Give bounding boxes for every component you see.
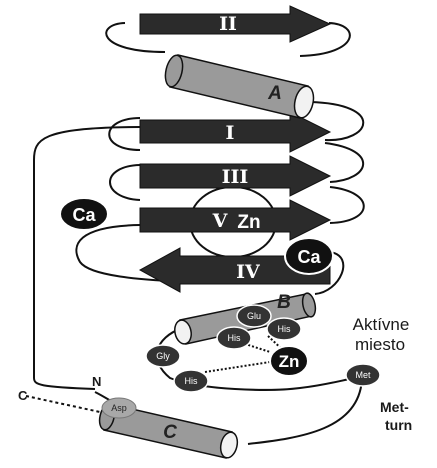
loop-iii-to-v (329, 186, 365, 224)
n-terminus-label: N (92, 374, 101, 389)
loop-helix-a-to-i (108, 101, 365, 151)
residue-his-mid: His (216, 326, 252, 350)
strand-i-label: I (226, 122, 235, 144)
helix-a-label: A (267, 83, 282, 104)
ca-ion-right: Ca (284, 237, 334, 275)
helix-c-label: C (163, 422, 177, 443)
helix-a: A (164, 54, 315, 119)
strand-ii: II (139, 5, 332, 43)
strand-iii-label: III (222, 166, 249, 188)
met-turn-label-line1: Met- (380, 399, 409, 415)
met-turn-label-line2: turn (385, 417, 412, 433)
ca-right-label: Ca (297, 247, 321, 267)
strand-i: I (139, 111, 332, 153)
svg-text:Gly: Gly (156, 351, 170, 361)
c-terminus-dashes (25, 395, 101, 413)
residue-gly: Gly (145, 344, 181, 368)
loop-i-to-iii (109, 142, 365, 201)
loop-v-to-iv (75, 224, 191, 283)
residue-his-right: His (266, 317, 302, 341)
loop-met-turn (247, 377, 363, 445)
strand-ii-label: II (219, 13, 237, 35)
strand-v-label: V (212, 210, 229, 232)
strand-v: V Zn (139, 199, 332, 241)
residue-glu: Glu (236, 304, 272, 328)
zn-coordination-bonds (204, 335, 286, 373)
zn-top-label: Zn (237, 212, 260, 233)
helix-b-label: B (277, 292, 291, 313)
svg-text:His: His (185, 376, 198, 386)
svg-text:His: His (278, 324, 291, 334)
svg-text:Asp: Asp (111, 403, 127, 413)
strand-iv-label: IV (236, 261, 261, 283)
svg-text:Met: Met (355, 370, 371, 380)
strand-iii: III (139, 155, 332, 197)
zn-ion-active: Zn (269, 345, 309, 377)
loop-iv-right (314, 251, 345, 295)
svg-text:Glu: Glu (247, 311, 261, 321)
ca-ion-left: Ca (59, 197, 109, 231)
c-terminus-label: C (18, 388, 28, 403)
zn-active-label: Zn (279, 352, 300, 371)
residue-asp: Asp (101, 397, 137, 419)
strand-iv: IV (138, 247, 331, 293)
svg-text:His: His (228, 333, 241, 343)
ca-left-label: Ca (72, 205, 96, 225)
residue-his-low: His (173, 369, 209, 393)
active-site-label-line2: miesto (355, 335, 405, 354)
loop-strand-ii (105, 22, 351, 57)
residue-met: Met (345, 363, 381, 387)
active-site-label-line1: Aktívne (353, 315, 410, 334)
loop-n-terminal (33, 126, 141, 390)
